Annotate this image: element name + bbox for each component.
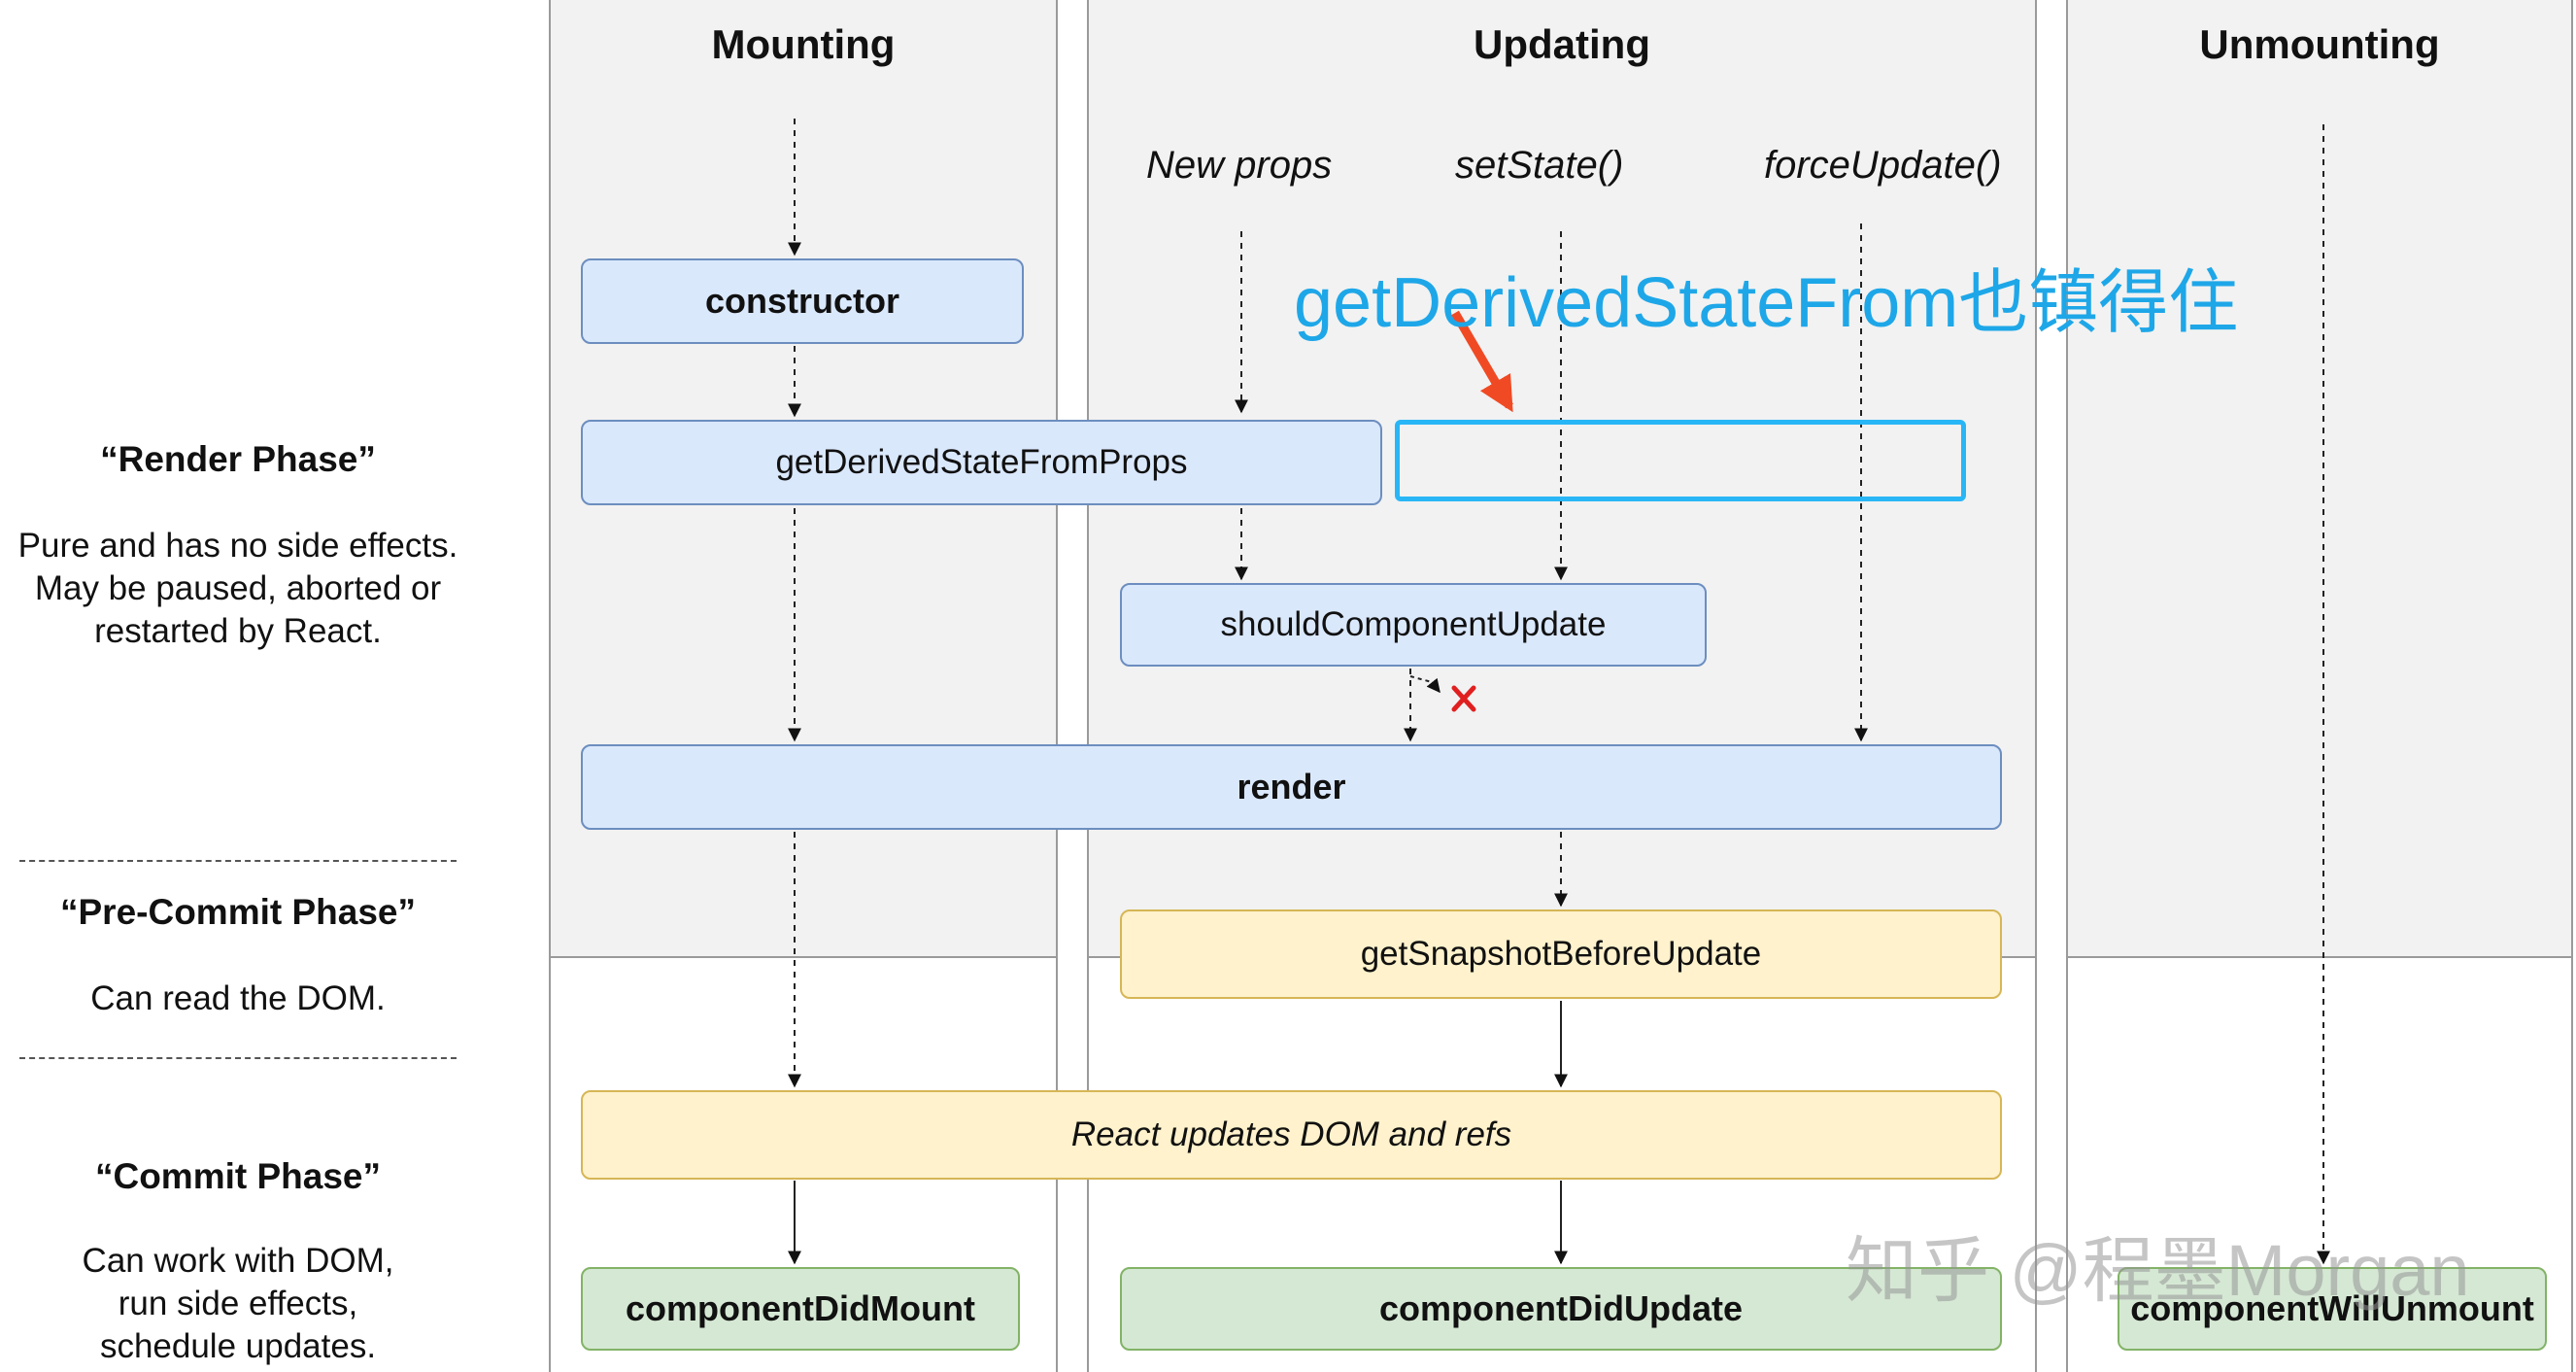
commit-phase-line: schedule updates. [99, 1327, 377, 1365]
react-updates-dom-box: React updates DOM and refs [581, 1090, 2002, 1180]
render-box: render [581, 744, 2002, 830]
pre-commit-phase-title: “Pre-Commit Phase” [60, 892, 416, 932]
watermark: 知乎 @程墨Morgan [1846, 1230, 2470, 1311]
annotation-text: getDerivedStateFrom也镇得住 [1294, 264, 2239, 342]
updating-column-title: Updating [1474, 21, 1650, 67]
should-component-update-box: shouldComponentUpdate [1120, 583, 1707, 667]
get-snapshot-before-update-box: getSnapshotBeforeUpdate [1120, 909, 2002, 999]
pre-commit-phase-line: Can read the DOM. [90, 979, 386, 1017]
render-phase-title: “Render Phase” [100, 439, 376, 479]
constructor-box: constructor [581, 258, 1024, 344]
render-phase-description: Pure and has no side effects. May be pau… [0, 525, 476, 653]
render-phase-line: restarted by React. [94, 612, 382, 650]
set-state-trigger: setState() [1455, 144, 1624, 187]
render-phase-line: Pure and has no side effects. [17, 527, 458, 565]
get-derived-state-box: getDerivedStateFromProps [581, 420, 1382, 505]
mounting-column-title: Mounting [711, 21, 896, 67]
unmounting-column-title: Unmounting [2199, 21, 2440, 67]
commit-phase-title: “Commit Phase” [94, 1156, 381, 1196]
pre-commit-phase-description: Can read the DOM. [0, 978, 476, 1020]
render-phase-line: May be paused, aborted or [34, 569, 442, 607]
new-props-trigger: New props [1146, 144, 1333, 187]
commit-phase-line: run side effects, [118, 1285, 358, 1322]
annotation-arrow [1451, 310, 1513, 413]
phase-divider [19, 860, 457, 862]
cancel-x-icon [1451, 685, 1476, 712]
annotation-highlight-box [1395, 420, 1966, 501]
force-update-trigger: forceUpdate() [1764, 144, 2002, 187]
component-will-unmount-box: componentWillUnmount [2118, 1267, 2547, 1351]
commit-phase-description: Can work with DOM, run side effects, sch… [0, 1240, 476, 1368]
phase-divider [19, 1057, 457, 1059]
component-did-update-box: componentDidUpdate [1120, 1267, 2002, 1351]
unmounting-column: Unmounting [2066, 0, 2573, 956]
component-did-mount-box: componentDidMount [581, 1267, 1020, 1351]
commit-phase-line: Can work with DOM, [82, 1242, 394, 1280]
